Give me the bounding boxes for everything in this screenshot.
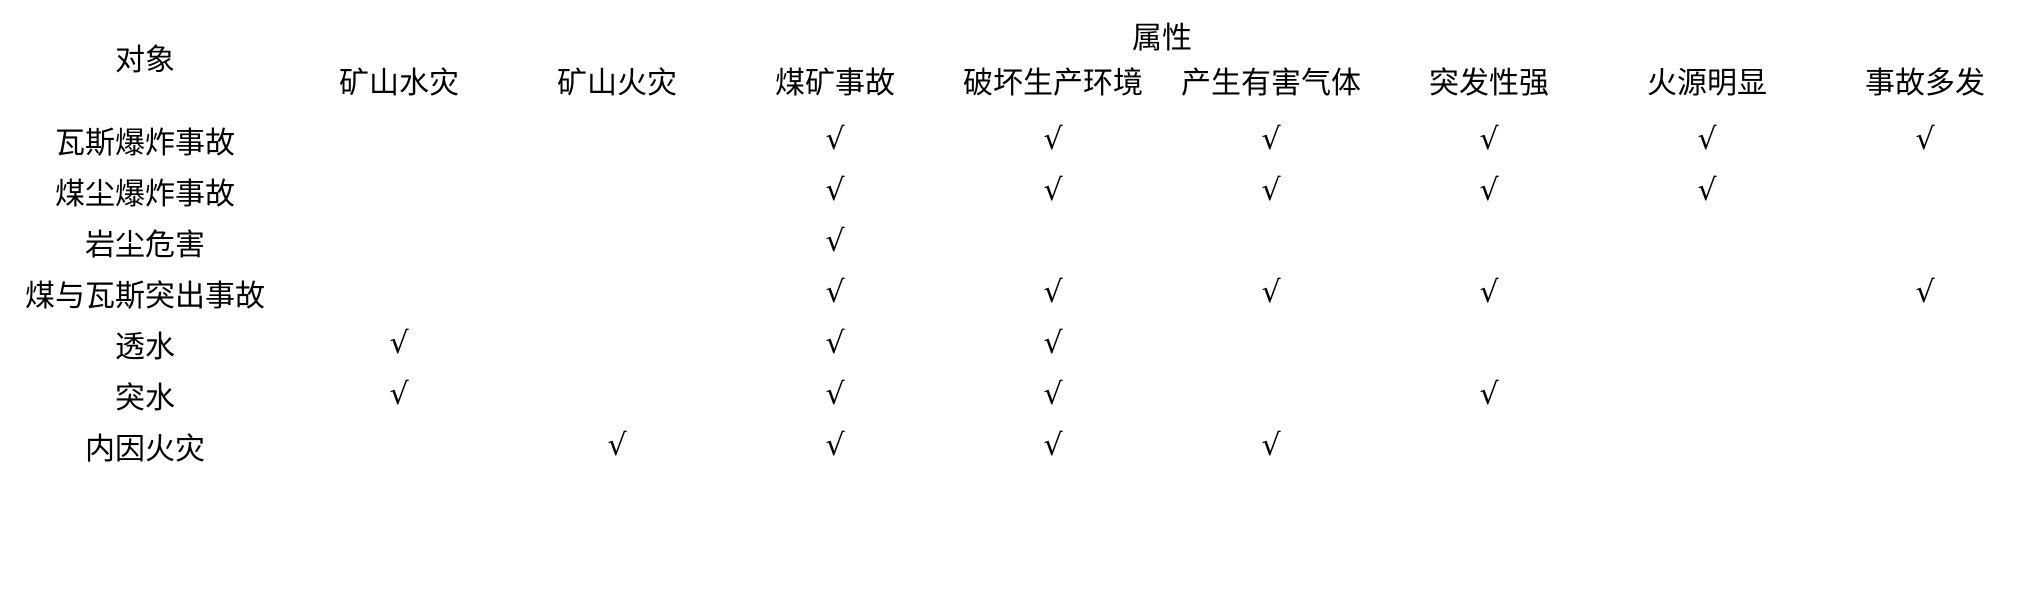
table-row: 瓦斯爆炸事故 √ √ √ √ √ √ — [0, 114, 2032, 165]
empty-cell — [508, 369, 726, 420]
empty-cell — [1380, 216, 1598, 267]
check-mark-cell: √ — [1043, 121, 1063, 157]
row-label: 瓦斯爆炸事故 — [55, 125, 235, 161]
empty-cell — [1380, 318, 1598, 369]
check-mark-cell: √ — [607, 427, 627, 463]
check-mark-cell: √ — [1261, 172, 1281, 208]
row-label: 内因火灾 — [85, 431, 205, 467]
table-row: 突水 √ √ √ √ — [0, 369, 2032, 420]
empty-cell — [1598, 369, 1816, 420]
empty-cell — [1598, 420, 1816, 471]
check-mark-cell: √ — [825, 274, 845, 310]
check-mark-cell: √ — [1697, 172, 1717, 208]
table-footer — [0, 471, 2032, 483]
empty-cell — [1816, 216, 2032, 267]
top-rule — [0, 0, 2032, 12]
empty-cell — [1162, 369, 1380, 420]
row-label: 煤尘爆炸事故 — [55, 176, 235, 212]
group-header-row: 对象 属性 — [0, 12, 2032, 78]
empty-cell — [508, 114, 726, 165]
check-mark-cell: √ — [1043, 172, 1063, 208]
bottom-rule — [0, 471, 2032, 483]
check-mark-cell: √ — [1479, 274, 1499, 310]
check-mark-cell: √ — [1261, 274, 1281, 310]
empty-cell — [1816, 420, 2032, 471]
check-mark-cell: √ — [825, 223, 845, 259]
empty-cell — [508, 165, 726, 216]
empty-cell — [1816, 318, 2032, 369]
table-header: 对象 属性 矿山水灾 矿山火灾 煤矿事故 破坏生产环境 产生有害气体 突发性强 … — [0, 0, 2032, 114]
empty-cell — [1380, 420, 1598, 471]
check-mark-cell: √ — [825, 376, 845, 412]
column-header-mine-flood: 矿山水灾 — [339, 66, 459, 101]
check-mark-cell: √ — [1915, 274, 1935, 310]
row-label: 突水 — [115, 380, 175, 416]
check-mark-cell: √ — [1479, 376, 1499, 412]
table-body: 瓦斯爆炸事故 √ √ √ √ √ √ 煤尘爆炸事故 √ √ √ √ √ 岩尘危害 √ 煤与瓦斯突出事故 √ √ √ √… — [0, 114, 2032, 471]
check-mark-cell: √ — [1915, 121, 1935, 157]
table-row: 煤与瓦斯突出事故 √ √ √ √ √ — [0, 267, 2032, 318]
column-header-frequent-accidents: 事故多发 — [1865, 66, 1985, 101]
row-label: 透水 — [115, 329, 175, 365]
object-attribute-table: 对象 属性 矿山水灾 矿山火灾 煤矿事故 破坏生产环境 产生有害气体 突发性强 … — [0, 0, 2032, 483]
check-mark-cell: √ — [1261, 121, 1281, 157]
check-mark-cell: √ — [825, 172, 845, 208]
empty-cell — [508, 216, 726, 267]
empty-cell — [290, 165, 508, 216]
table-row: 透水 √ √ √ — [0, 318, 2032, 369]
check-mark-cell: √ — [389, 376, 409, 412]
column-header-sudden-onset: 突发性强 — [1429, 66, 1549, 101]
empty-cell — [290, 267, 508, 318]
column-header-obvious-ignition: 火源明显 — [1647, 66, 1767, 101]
bottom-rule-spacer — [0, 471, 2032, 483]
object-column-header: 对象 — [115, 43, 175, 78]
check-mark-cell: √ — [1043, 325, 1063, 361]
empty-cell — [1162, 216, 1380, 267]
header-rule-spacer — [0, 102, 2032, 114]
empty-cell — [1816, 165, 2032, 216]
header-bottom-rule — [0, 102, 2032, 114]
check-mark-cell: √ — [1697, 121, 1717, 157]
check-mark-cell: √ — [1479, 172, 1499, 208]
check-mark-cell: √ — [825, 121, 845, 157]
table-row: 岩尘危害 √ — [0, 216, 2032, 267]
check-mark-cell: √ — [1043, 274, 1063, 310]
check-mark-cell: √ — [1043, 376, 1063, 412]
empty-cell — [1598, 267, 1816, 318]
row-label: 煤与瓦斯突出事故 — [25, 278, 265, 314]
check-mark-cell: √ — [825, 325, 845, 361]
check-mark-cell: √ — [389, 325, 409, 361]
attributes-group-header: 属性 — [1132, 21, 1192, 56]
empty-cell — [1598, 216, 1816, 267]
check-mark-cell: √ — [825, 427, 845, 463]
empty-cell — [508, 318, 726, 369]
table-row: 煤尘爆炸事故 √ √ √ √ √ — [0, 165, 2032, 216]
table-row: 内因火灾 √ √ √ √ — [0, 420, 2032, 471]
attribute-header-row: 矿山水灾 矿山火灾 煤矿事故 破坏生产环境 产生有害气体 突发性强 火源明显 事… — [0, 58, 2032, 102]
empty-cell — [944, 216, 1162, 267]
empty-cell — [1598, 318, 1816, 369]
check-mark-cell: √ — [1043, 427, 1063, 463]
empty-cell — [1816, 369, 2032, 420]
check-mark-cell: √ — [1261, 427, 1281, 463]
empty-cell — [290, 114, 508, 165]
empty-cell — [508, 267, 726, 318]
row-label: 岩尘危害 — [85, 227, 205, 263]
column-header-mine-fire: 矿山火灾 — [557, 66, 677, 101]
top-rule-spacer — [0, 0, 2032, 12]
check-mark-cell: √ — [1479, 121, 1499, 157]
column-header-harmful-gas: 产生有害气体 — [1181, 66, 1361, 101]
empty-cell — [1162, 318, 1380, 369]
column-header-coal-accident: 煤矿事故 — [775, 66, 895, 101]
column-header-damage-environment: 破坏生产环境 — [963, 66, 1143, 101]
empty-cell — [290, 216, 508, 267]
empty-cell — [290, 420, 508, 471]
